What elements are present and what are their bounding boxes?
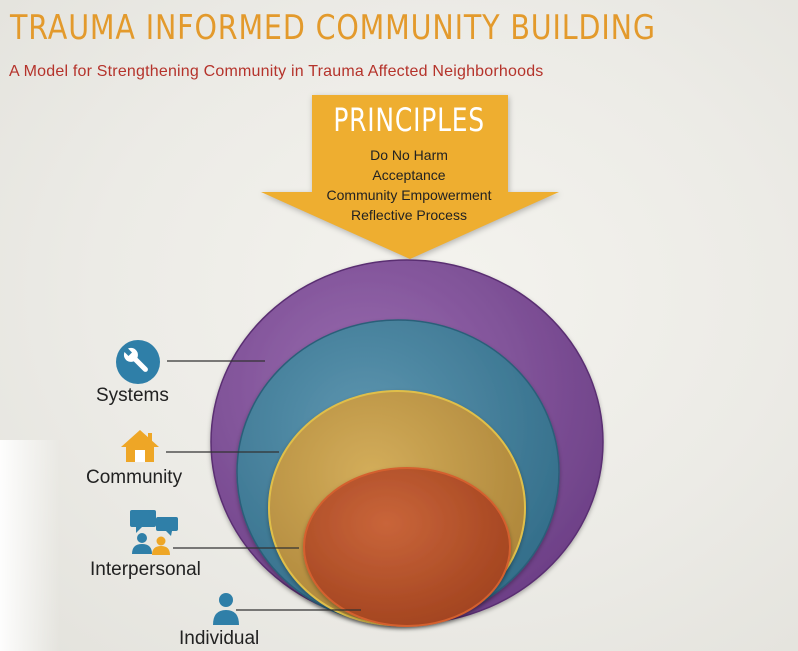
house-icon <box>121 430 159 462</box>
principle-reflective-process: Reflective Process <box>351 207 467 223</box>
community-label: Community <box>86 467 183 488</box>
principles-title: PRINCIPLES <box>333 101 485 139</box>
principle-acceptance: Acceptance <box>372 167 446 183</box>
individual-label: Individual <box>179 628 260 649</box>
person-icon <box>213 593 239 625</box>
wrench-icon <box>116 340 160 384</box>
principle-do-no-harm: Do No Harm <box>370 147 448 163</box>
interpersonal-label: Interpersonal <box>90 559 201 580</box>
individual-circle <box>303 467 511 627</box>
page-title: TRAUMA INFORMED COMMUNITY BUILDING <box>10 8 656 48</box>
principle-community-empowerment: Community Empowerment <box>326 187 492 203</box>
principles-arrow-shape <box>261 95 559 259</box>
left-edge-fade <box>0 440 60 651</box>
principles-arrow <box>261 95 559 259</box>
people-talking-icon <box>130 510 178 555</box>
systems-label: Systems <box>96 385 169 406</box>
page-subtitle: A Model for Strengthening Community in T… <box>9 63 544 80</box>
